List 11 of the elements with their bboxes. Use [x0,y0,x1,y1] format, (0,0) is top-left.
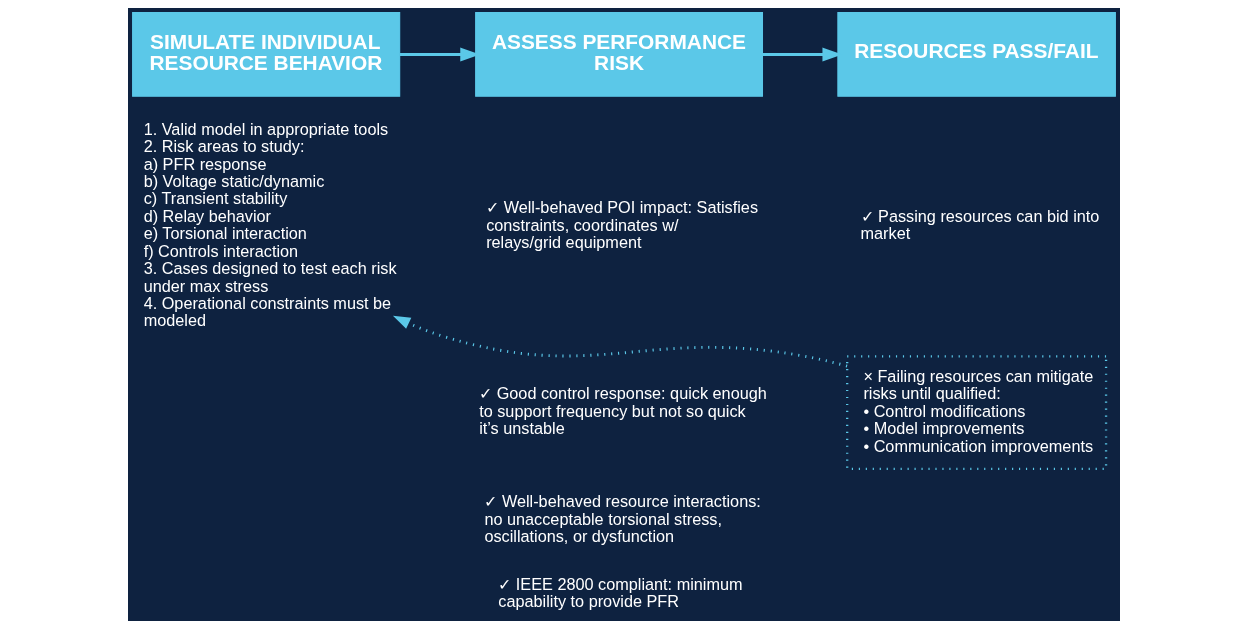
label: ✓ Well-behaved POI impact: Satisfies constraints, coordinates w/ relays/grid equipment [486,198,759,251]
label: ✓ Passing resources can bid into market [860,206,1100,243]
node-text: 1. Valid model in appropriate tools 2. Risk areas to study: a) PFR response b) Voltage static/dynamic c) Transient stability d) Relay behavior e) Torsional interaction f) Controls interaction 3. Cases designed to test each risk under max stress 4. Operational constraints must be modeled [143,119,397,330]
label: ✓ Well-behaved resource interactions: no unacceptable torsional stress, oscillations, or dysfunction [484,492,761,546]
label: ✓ Good control response: quick enough to support frequency but not so quick it’s unstable [479,384,767,438]
node-box: ASSESS PERFORMANCE RISK [475,12,764,97]
label: ✓ IEEE 2800 compliant: minimum capability to provide PFR [498,574,743,611]
node-box: SIMULATE INDIVIDUAL RESOURCE BEHAVIOR [132,12,401,97]
arrow [392,315,848,368]
node-box: × Failing resources can mitigate risks until qualified: • Control modifications • Model improvements • Communication improvements [846,355,1108,471]
node-box: RESOURCES PASS/FAIL [837,12,1116,97]
